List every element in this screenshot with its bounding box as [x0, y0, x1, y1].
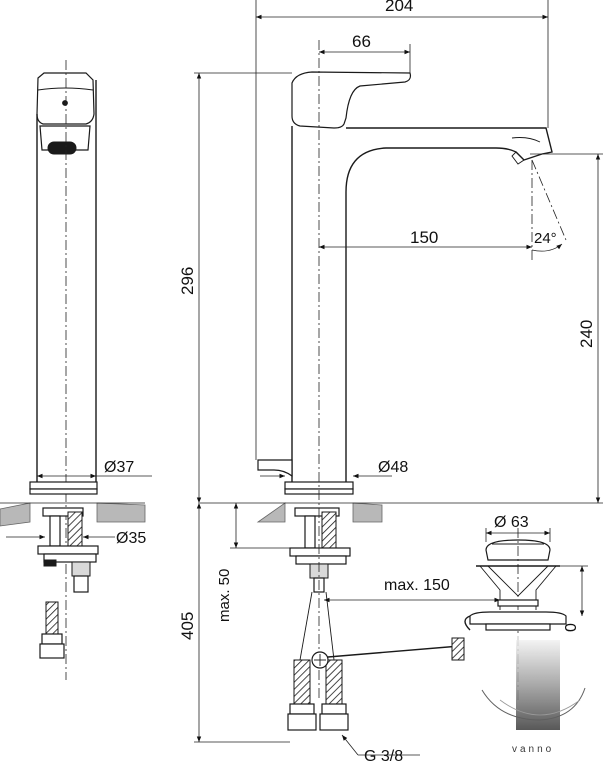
dim-below-counter: 405	[178, 612, 197, 640]
dim-max-clamp: max. 50	[216, 569, 233, 622]
dim-overall-height: 296	[178, 267, 197, 295]
dim-waste-diameter: Ø 63	[494, 514, 529, 531]
dim-connection-thread: G 3/8	[364, 748, 403, 765]
dim-spout-reach: 150	[410, 228, 438, 247]
front-view: 204 66 150 24° 296 240 Ø48 405 max. 50	[178, 0, 603, 765]
watermark-text: vanno	[512, 744, 554, 755]
dim-diameter-35: Ø35	[116, 530, 146, 547]
dim-diameter-48: Ø48	[378, 459, 408, 476]
dim-diameter-37: Ø37	[104, 459, 134, 476]
dim-spout-height: 240	[577, 320, 596, 348]
dim-overall-width: 204	[385, 0, 413, 15]
dim-spout-angle: 24°	[534, 230, 557, 247]
dim-waste-reach: max. 150	[384, 577, 450, 594]
dim-waste-height: 0	[563, 623, 580, 632]
side-view: Ø37 Ø35	[0, 60, 152, 680]
watermark-logo: vanno	[476, 636, 603, 768]
waste-detail: Ø 63 max. 150 0	[324, 514, 588, 700]
dim-handle-offset: 66	[352, 32, 371, 51]
